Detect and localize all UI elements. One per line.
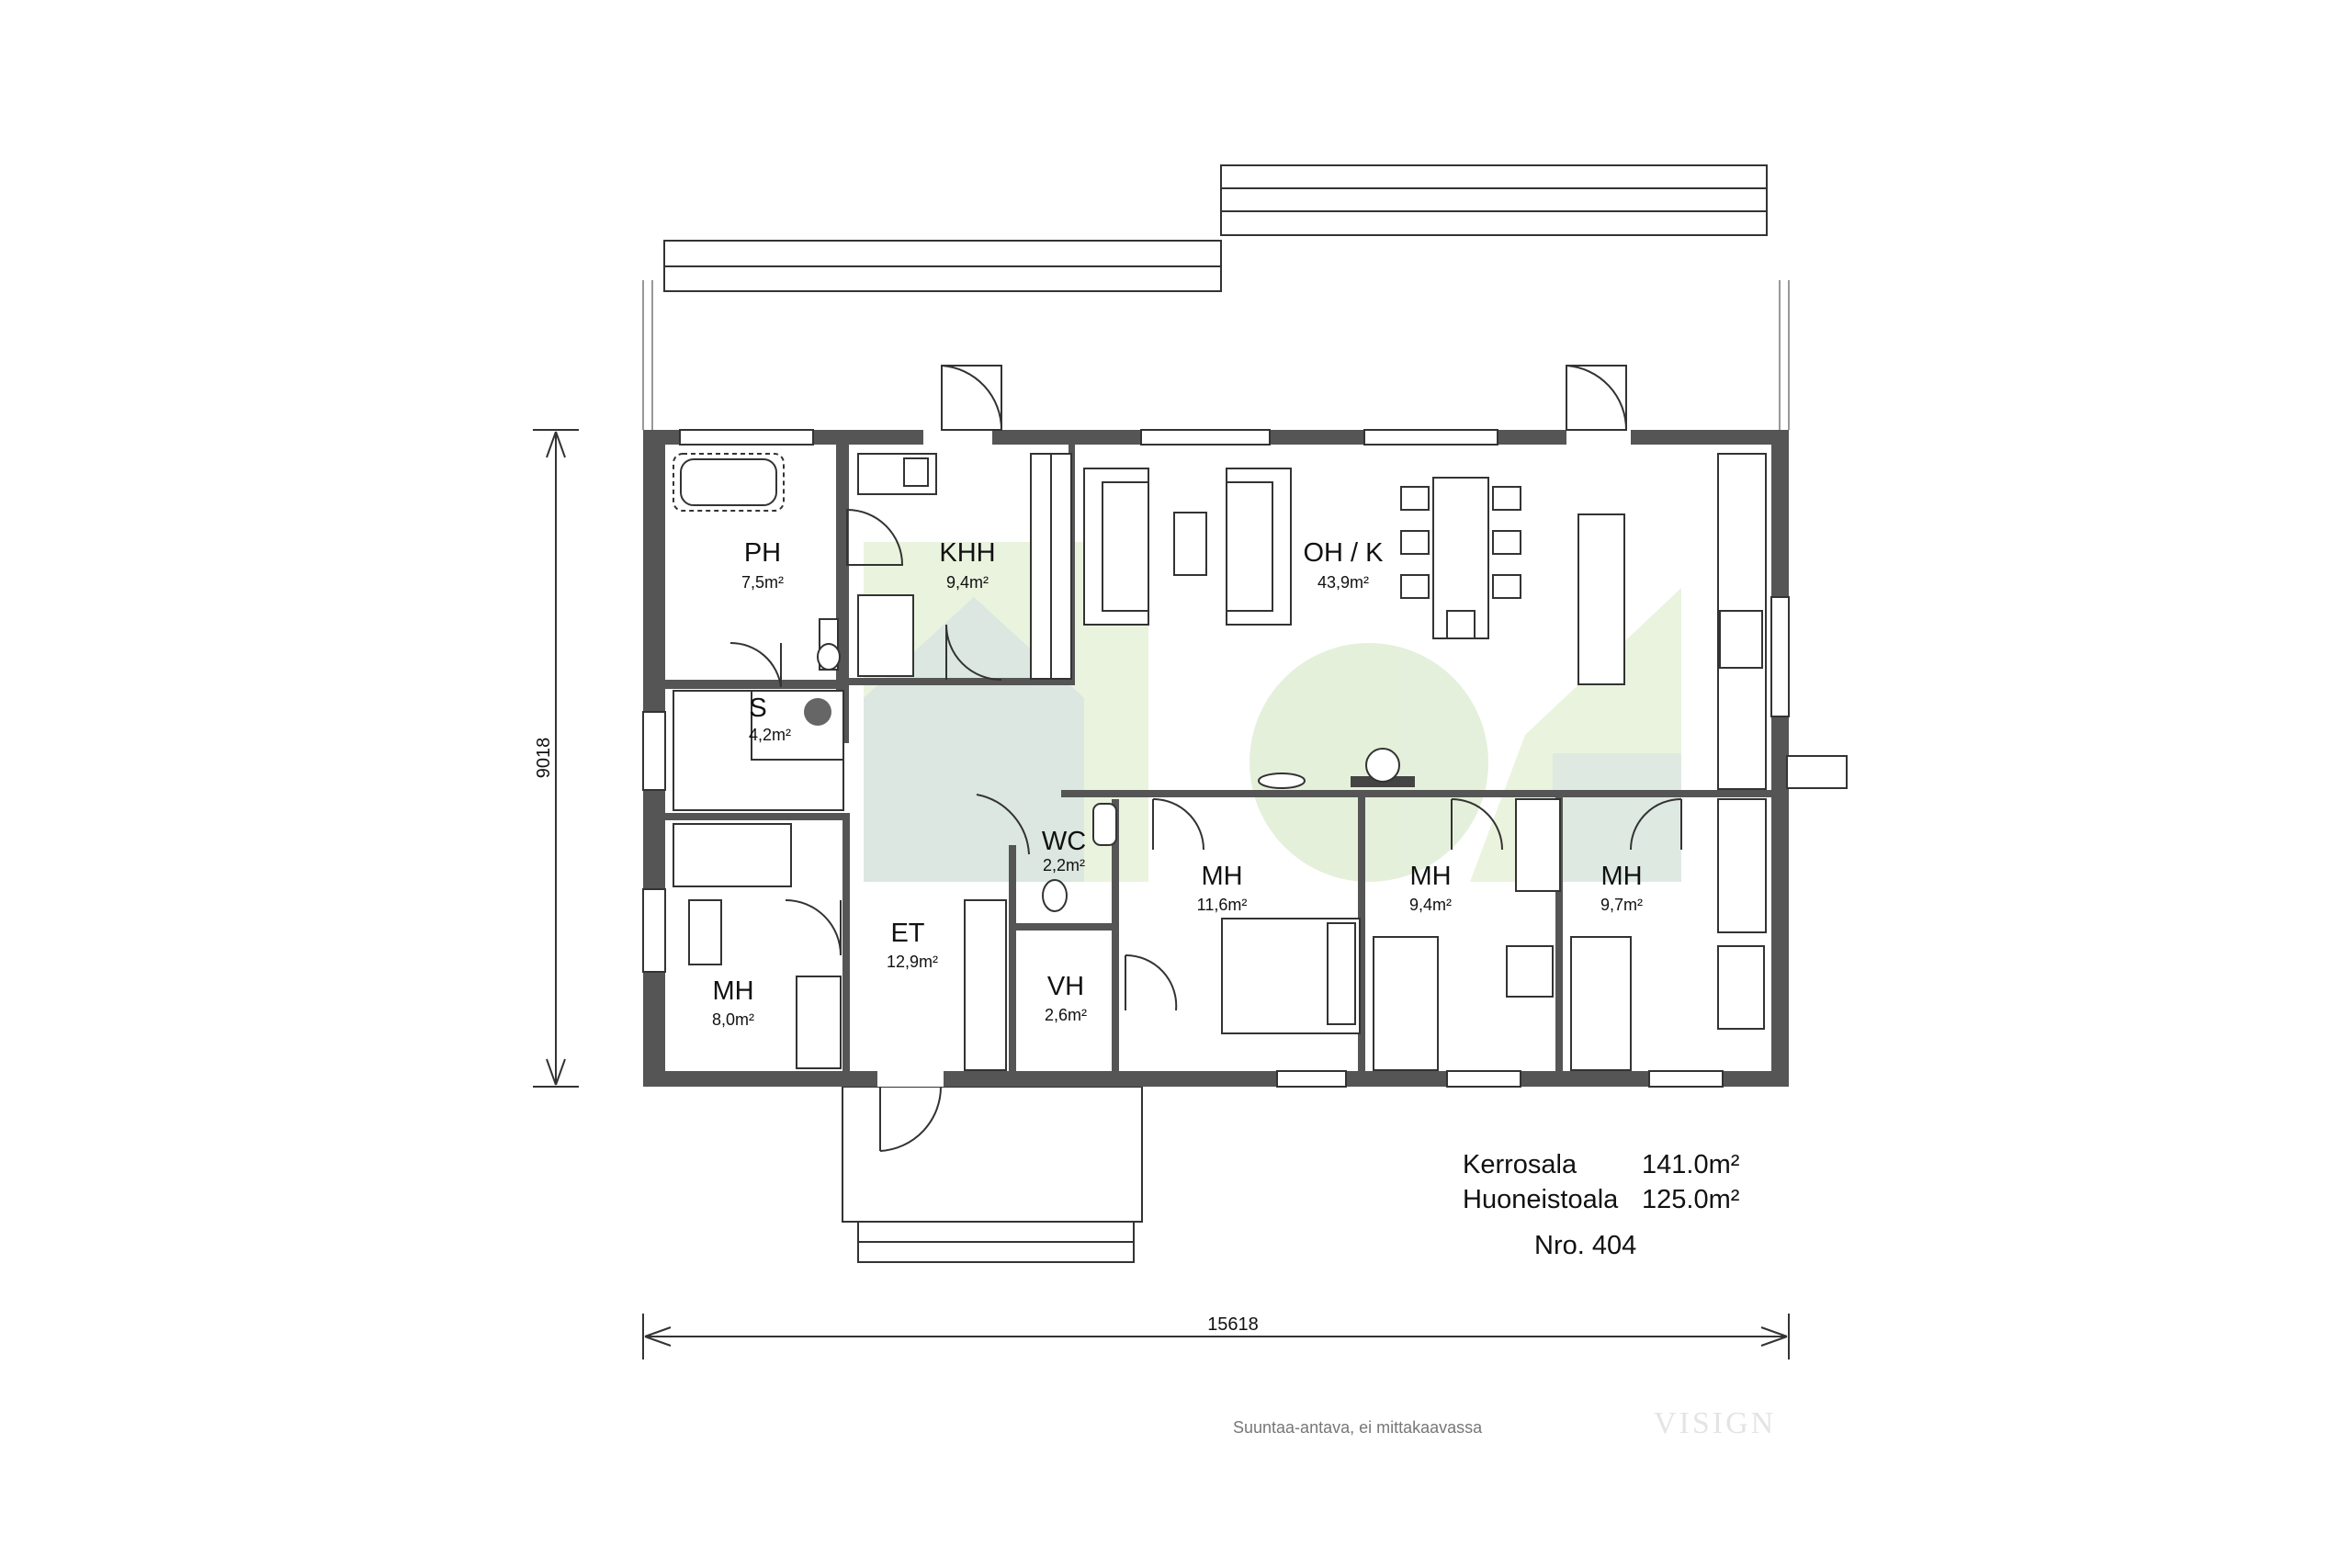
brand-watermark: VISIGN bbox=[1654, 1406, 1776, 1440]
entrance-porch bbox=[842, 1086, 1143, 1263]
room-ph-name: PH bbox=[744, 538, 781, 568]
plan-number: Nro. 404 bbox=[1534, 1231, 1636, 1260]
room-s-area: 4,2m² bbox=[749, 726, 791, 744]
upper-terrace bbox=[642, 164, 1790, 430]
floor-area-label: Kerrosala bbox=[1463, 1150, 1577, 1179]
room-vh-name: VH bbox=[1047, 972, 1084, 1001]
room-khh-name: KHH bbox=[939, 538, 995, 568]
room-mh4-area: 9,7m² bbox=[1600, 896, 1643, 914]
room-mh3-name: MH bbox=[1409, 862, 1451, 891]
room-et-area: 12,9m² bbox=[887, 953, 938, 971]
floor-area-value: 141.0m² bbox=[1642, 1150, 1740, 1179]
dimension-height bbox=[533, 429, 579, 1088]
apartment-area-label: Huoneistoala bbox=[1463, 1185, 1619, 1214]
room-vh-area: 2,6m² bbox=[1045, 1006, 1087, 1024]
windows bbox=[642, 429, 1790, 1088]
room-khh-area: 9,4m² bbox=[946, 573, 989, 592]
room-ohk-area: 43,9m² bbox=[1317, 573, 1369, 592]
apartment-area-value: 125.0m² bbox=[1642, 1185, 1740, 1214]
room-mh2-area: 11,6m² bbox=[1197, 896, 1248, 914]
room-mh2-name: MH bbox=[1201, 862, 1242, 891]
room-mh1-area: 8,0m² bbox=[712, 1010, 754, 1029]
area-info: Kerrosala 141.0m² Huoneistoala 125.0m² N… bbox=[1463, 1150, 1740, 1260]
room-mh4-name: MH bbox=[1600, 862, 1642, 891]
dimension-width-label: 15618 bbox=[1207, 1314, 1259, 1335]
doors bbox=[729, 365, 1682, 1152]
dimension-width bbox=[642, 1314, 1790, 1359]
room-et-name: ET bbox=[890, 919, 924, 948]
room-mh1-name: MH bbox=[712, 976, 753, 1006]
room-wc-area: 2,2m² bbox=[1043, 856, 1085, 874]
room-mh3-area: 9,4m² bbox=[1409, 896, 1452, 914]
room-ohk-name: OH / K bbox=[1303, 538, 1384, 568]
dimension-height-label: 9018 bbox=[534, 738, 554, 779]
room-ph-area: 7,5m² bbox=[741, 573, 784, 592]
fixtures bbox=[673, 453, 1848, 1071]
disclaimer-note: Suuntaa-antava, ei mittakaavassa bbox=[1233, 1418, 1483, 1437]
room-s-name: S bbox=[749, 694, 766, 723]
room-wc-name: WC bbox=[1042, 827, 1086, 856]
